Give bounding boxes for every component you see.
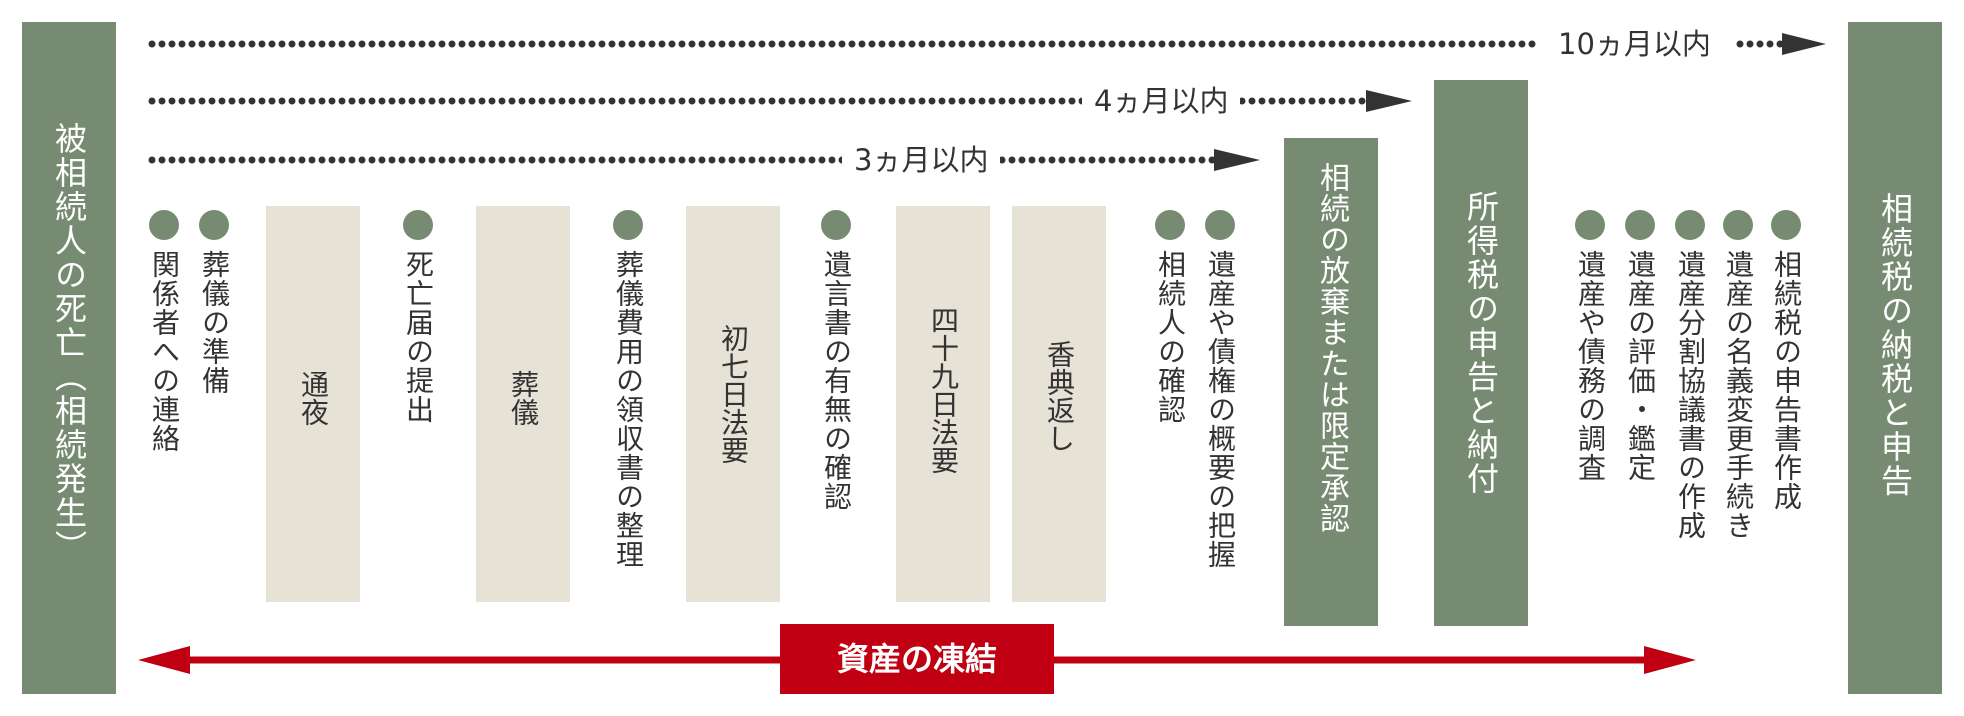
bullet-dot — [821, 210, 851, 240]
item-confirm-heirs: 相続人の確認 — [1150, 210, 1190, 424]
renunciation-label: 相続の放棄または限定承認 — [1314, 162, 1349, 534]
item-label: 死亡届の提出 — [402, 250, 435, 424]
event-return-gift: 香典返し — [1012, 206, 1106, 602]
bullet-dot — [1771, 210, 1801, 240]
bullet-dot — [1205, 210, 1235, 240]
event-seventh-day-label: 初七日法要 — [717, 324, 750, 464]
tax-filing-panel-label: 相続税の納税と申告 — [1876, 192, 1914, 498]
item-label: 相続税の申告書作成 — [1770, 250, 1803, 511]
deadline-label-10-months: 10ヵ月以内 — [1546, 24, 1723, 64]
bullet-dot — [1723, 210, 1753, 240]
deadline-10-months-arrowhead — [1782, 33, 1826, 55]
item-title-transfer: 遺産の名義変更手続き — [1718, 210, 1758, 540]
frozen-assets-label: 資産の凍結 — [780, 624, 1054, 694]
item-label: 関係者への連絡 — [148, 250, 181, 453]
item-label: 遺産や債務の調査 — [1574, 250, 1607, 482]
item-check-will: 遺言書の有無の確認 — [816, 210, 856, 511]
bullet-dot — [199, 210, 229, 240]
item-funeral-receipts: 葬儀費用の領収書の整理 — [608, 210, 648, 569]
item-label: 遺産の名義変更手続き — [1722, 250, 1755, 540]
item-contact-relatives: 関係者への連絡 — [144, 210, 184, 453]
bullet-dot — [1575, 210, 1605, 240]
event-seventh-day: 初七日法要 — [686, 206, 780, 602]
item-label: 相続人の確認 — [1154, 250, 1187, 424]
bullet-dot — [1675, 210, 1705, 240]
renunciation-box: 相続の放棄または限定承認 — [1284, 138, 1378, 626]
item-assets-overview: 遺産や債権の概要の把握 — [1200, 210, 1240, 569]
deadline-3-months-arrowhead — [1214, 149, 1260, 171]
item-label: 葬儀費用の領収書の整理 — [612, 250, 645, 569]
item-division-agreement: 遺産分割協議書の作成 — [1670, 210, 1710, 540]
event-return-gift-label: 香典返し — [1043, 340, 1076, 452]
item-label: 遺産分割協議書の作成 — [1674, 250, 1707, 540]
income-tax-box: 所得税の申告と納付 — [1434, 80, 1528, 626]
event-wake-label: 通夜 — [297, 370, 330, 426]
income-tax-label: 所得税の申告と納付 — [1462, 190, 1500, 496]
item-funeral-prep: 葬儀の準備 — [194, 210, 234, 395]
item-appraise-assets: 遺産の評価・鑑定 — [1620, 210, 1660, 482]
death-panel-label: 被相続人の死亡（相続発生） — [50, 122, 88, 564]
event-funeral-label: 葬儀 — [507, 370, 540, 426]
item-label: 遺産の評価・鑑定 — [1624, 250, 1657, 482]
bullet-dot — [613, 210, 643, 240]
frozen-arrow-right-head — [1644, 646, 1696, 674]
item-label: 葬儀の準備 — [198, 250, 231, 395]
deadline-label-3-months: 3ヵ月以内 — [842, 140, 1001, 180]
frozen-arrow-left-head — [138, 646, 190, 674]
deadline-label-4-months: 4ヵ月以内 — [1082, 81, 1241, 121]
bullet-dot — [1155, 210, 1185, 240]
event-funeral: 葬儀 — [476, 206, 570, 602]
tax-filing-panel: 相続税の納税と申告 — [1848, 22, 1942, 694]
event-wake: 通夜 — [266, 206, 360, 602]
deadline-4-months-arrowhead — [1366, 90, 1412, 112]
bullet-dot — [1625, 210, 1655, 240]
item-label: 遺言書の有無の確認 — [820, 250, 853, 511]
item-label: 遺産や債権の概要の把握 — [1204, 250, 1237, 569]
event-49th-day: 四十九日法要 — [896, 206, 990, 602]
bullet-dot — [149, 210, 179, 240]
item-investigate-assets: 遺産や債務の調査 — [1570, 210, 1610, 482]
item-death-notice: 死亡届の提出 — [398, 210, 438, 424]
bullet-dot — [403, 210, 433, 240]
item-tax-return-prep: 相続税の申告書作成 — [1766, 210, 1806, 511]
event-49th-day-label: 四十九日法要 — [927, 306, 960, 474]
death-panel: 被相続人の死亡（相続発生） — [22, 22, 116, 694]
